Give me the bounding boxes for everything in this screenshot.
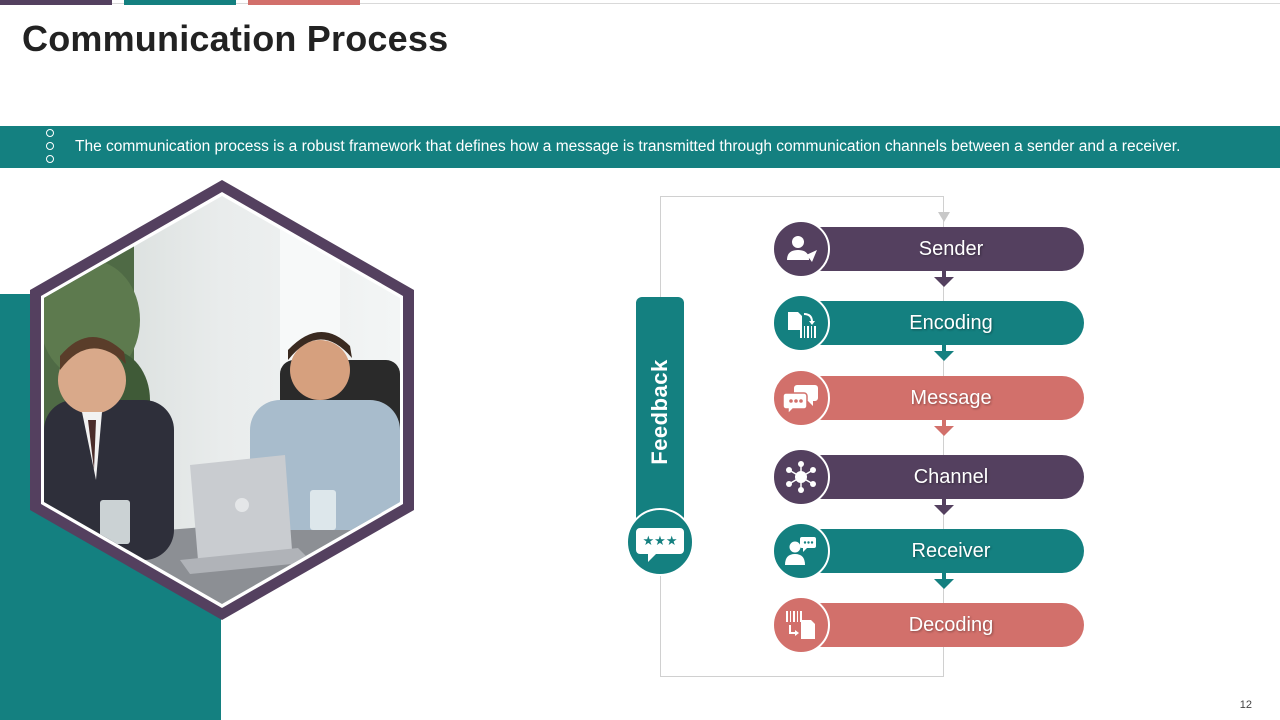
loop-arrow-head (938, 212, 950, 222)
arrow-stem (942, 345, 946, 351)
speech-bubbles-icon (772, 369, 830, 427)
accent-bar-coral (248, 0, 360, 5)
person-send-icon (772, 220, 830, 278)
arrow-stem (942, 420, 946, 426)
encode-document-icon (772, 294, 830, 352)
person-receive-icon (772, 522, 830, 580)
description-banner: The communication process is a robust fr… (0, 126, 1280, 168)
step-message-label: Message (910, 386, 992, 409)
page-title: Communication Process (22, 18, 449, 59)
chat-bubble-icon: ★★★ (626, 508, 694, 576)
decode-document-icon (772, 596, 830, 654)
page-number: 12 (1239, 699, 1252, 711)
step-decoding-label: Decoding (908, 613, 994, 636)
banner-dots-icon (46, 129, 56, 168)
network-hub-icon (772, 448, 830, 506)
arrow-down-icon (934, 579, 954, 589)
step-decoding: Decoding (800, 603, 1084, 647)
arrow-down-icon (934, 505, 954, 515)
arrow-stem (942, 271, 946, 277)
arrow-down-icon (934, 277, 954, 287)
arrow-stem (942, 573, 946, 579)
step-message: Message (800, 376, 1084, 420)
top-divider-line (0, 3, 1280, 4)
step-encoding: Encoding (800, 301, 1084, 345)
step-channel: Channel (800, 455, 1084, 499)
accent-bar-purple (0, 0, 112, 5)
svg-text:★★★: ★★★ (643, 534, 678, 549)
accent-bar-teal (124, 0, 236, 5)
step-encoding-label: Encoding (909, 311, 993, 334)
feedback-bar (636, 297, 684, 547)
step-receiver: Receiver (800, 529, 1084, 573)
step-sender-label: Sender (918, 237, 984, 260)
arrow-down-icon (934, 426, 954, 436)
step-sender: Sender (800, 227, 1084, 271)
arrow-down-icon (934, 351, 954, 361)
arrow-stem (942, 499, 946, 505)
step-channel-label: Channel (913, 465, 989, 488)
feedback-label: Feedback (647, 359, 672, 465)
meeting-photo-hexagon (30, 180, 414, 620)
banner-text: The communication process is a robust fr… (75, 138, 1181, 155)
step-receiver-label: Receiver (911, 539, 991, 562)
